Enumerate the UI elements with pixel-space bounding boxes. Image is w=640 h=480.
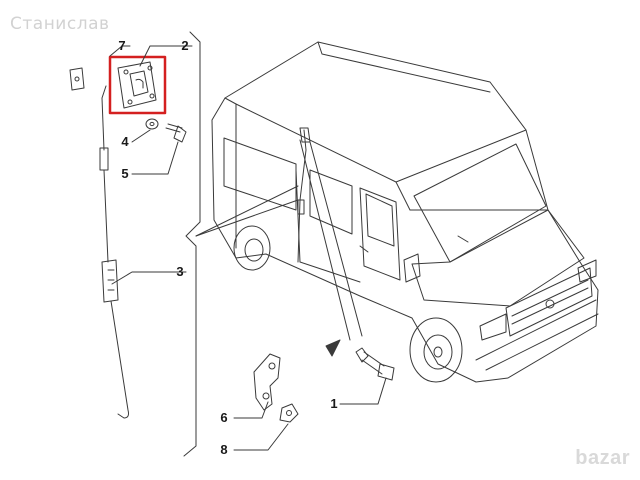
part-8-nut bbox=[279, 403, 299, 423]
callout-5: 5 bbox=[121, 166, 129, 181]
van-outline bbox=[211, 41, 599, 383]
highlight-box bbox=[108, 55, 167, 115]
callout-4: 4 bbox=[121, 134, 129, 149]
callout-8: 8 bbox=[220, 442, 228, 457]
pointer-lines bbox=[195, 139, 363, 357]
watermark-text: Станислав bbox=[10, 14, 110, 34]
bazar-logo: bazar bbox=[575, 447, 630, 469]
callout-2: 2 bbox=[181, 38, 189, 53]
leader-lines bbox=[109, 45, 387, 451]
part-3-rod bbox=[99, 85, 129, 419]
part-6-bracket bbox=[253, 353, 281, 411]
divider-bracket bbox=[183, 31, 201, 457]
callout-1: 1 bbox=[330, 396, 338, 411]
callout-3: 3 bbox=[176, 264, 184, 279]
part-2-lock bbox=[117, 61, 157, 109]
part-4-washer bbox=[145, 118, 159, 130]
part-5-screw bbox=[165, 123, 187, 143]
part-7-plate bbox=[69, 67, 85, 91]
callout-7: 7 bbox=[118, 38, 126, 53]
part-1-bolt bbox=[355, 347, 395, 381]
callout-6: 6 bbox=[220, 410, 228, 425]
